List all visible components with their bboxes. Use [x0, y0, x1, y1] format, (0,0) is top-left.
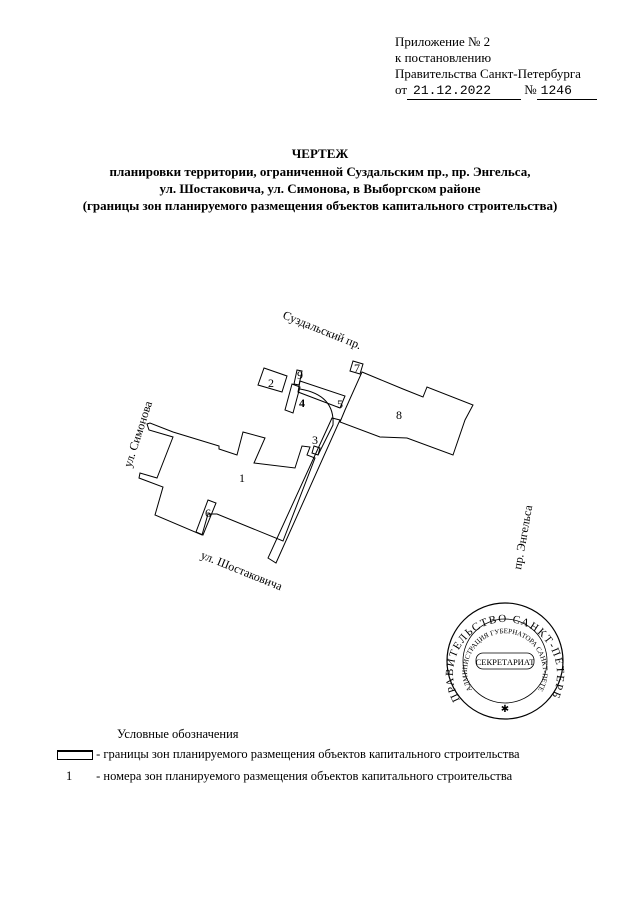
zone-label-2: 2 [268, 376, 274, 390]
stamp-outer-text: ПРАВИТЕЛЬСТВО САНКТ-ПЕТЕРБУРГА [0, 0, 565, 704]
zone-label-9: 9 [297, 368, 303, 382]
appendix-government: Правительства Санкт-Петербурга [395, 66, 581, 81]
document-subtitle-2: ул. Шостаковича, ул. Симонова, в Выборгс… [159, 181, 481, 196]
legend-item-number: 1 - номера зон планируемого размещения о… [66, 769, 513, 783]
street-simonova: ул. Симонова [121, 399, 156, 469]
legend-title: Условные обозначения [117, 727, 239, 741]
zone-2-boundary [257, 367, 288, 393]
zone-7-boundary [349, 360, 364, 375]
zone-label-6: 6 [205, 506, 211, 520]
appendix-header: Приложение № 2 к постановлению Правитель… [395, 34, 597, 100]
resolution-date: 21.12.2022 [407, 83, 522, 100]
zone-label-1: 1 [239, 471, 245, 485]
street-suzdalsky: Суздальский пр. [281, 308, 364, 352]
zone-6-boundary [195, 499, 217, 536]
document-subtitle-1: планировки территории, ограниченной Сузд… [109, 164, 531, 179]
zone-3-boundary [311, 445, 321, 456]
zone-label-4: 4 [299, 396, 305, 410]
road-strip [267, 417, 341, 564]
zone-label-7: 7 [354, 361, 360, 375]
appendix-to-resolution: к постановлению [395, 50, 492, 65]
official-stamp: СЕКРЕТАРИАТ ПРАВИТЕЛЬСТВО САНКТ-ПЕТЕРБУР… [0, 0, 565, 720]
document-subtitle-3: (границы зон планируемого размещения объ… [82, 198, 558, 213]
legend-item-boundary: - границы зон планируемого размещения об… [57, 747, 520, 762]
svg-text:✱: ✱ [501, 704, 509, 715]
stamp-center: СЕКРЕТАРИАТ [476, 657, 536, 667]
zone-1-boundary [138, 422, 316, 542]
resolution-number: 1246 [536, 83, 597, 100]
zone-label-5: 5 [337, 397, 343, 411]
street-engelsa: пр. Энгельса [510, 503, 535, 570]
zone-5-link [297, 380, 346, 409]
document-title: ЧЕРТЕЖ [291, 146, 349, 161]
zone-8-boundary [339, 371, 474, 456]
appendix-number: Приложение № 2 [395, 34, 491, 49]
zone-label-8: 8 [396, 408, 402, 422]
street-shostakovicha: ул. Шостаковича [199, 548, 285, 594]
boundary-symbol [57, 750, 93, 761]
zone-label-3: 3 [312, 433, 318, 447]
zone-4-boundary [284, 383, 301, 414]
